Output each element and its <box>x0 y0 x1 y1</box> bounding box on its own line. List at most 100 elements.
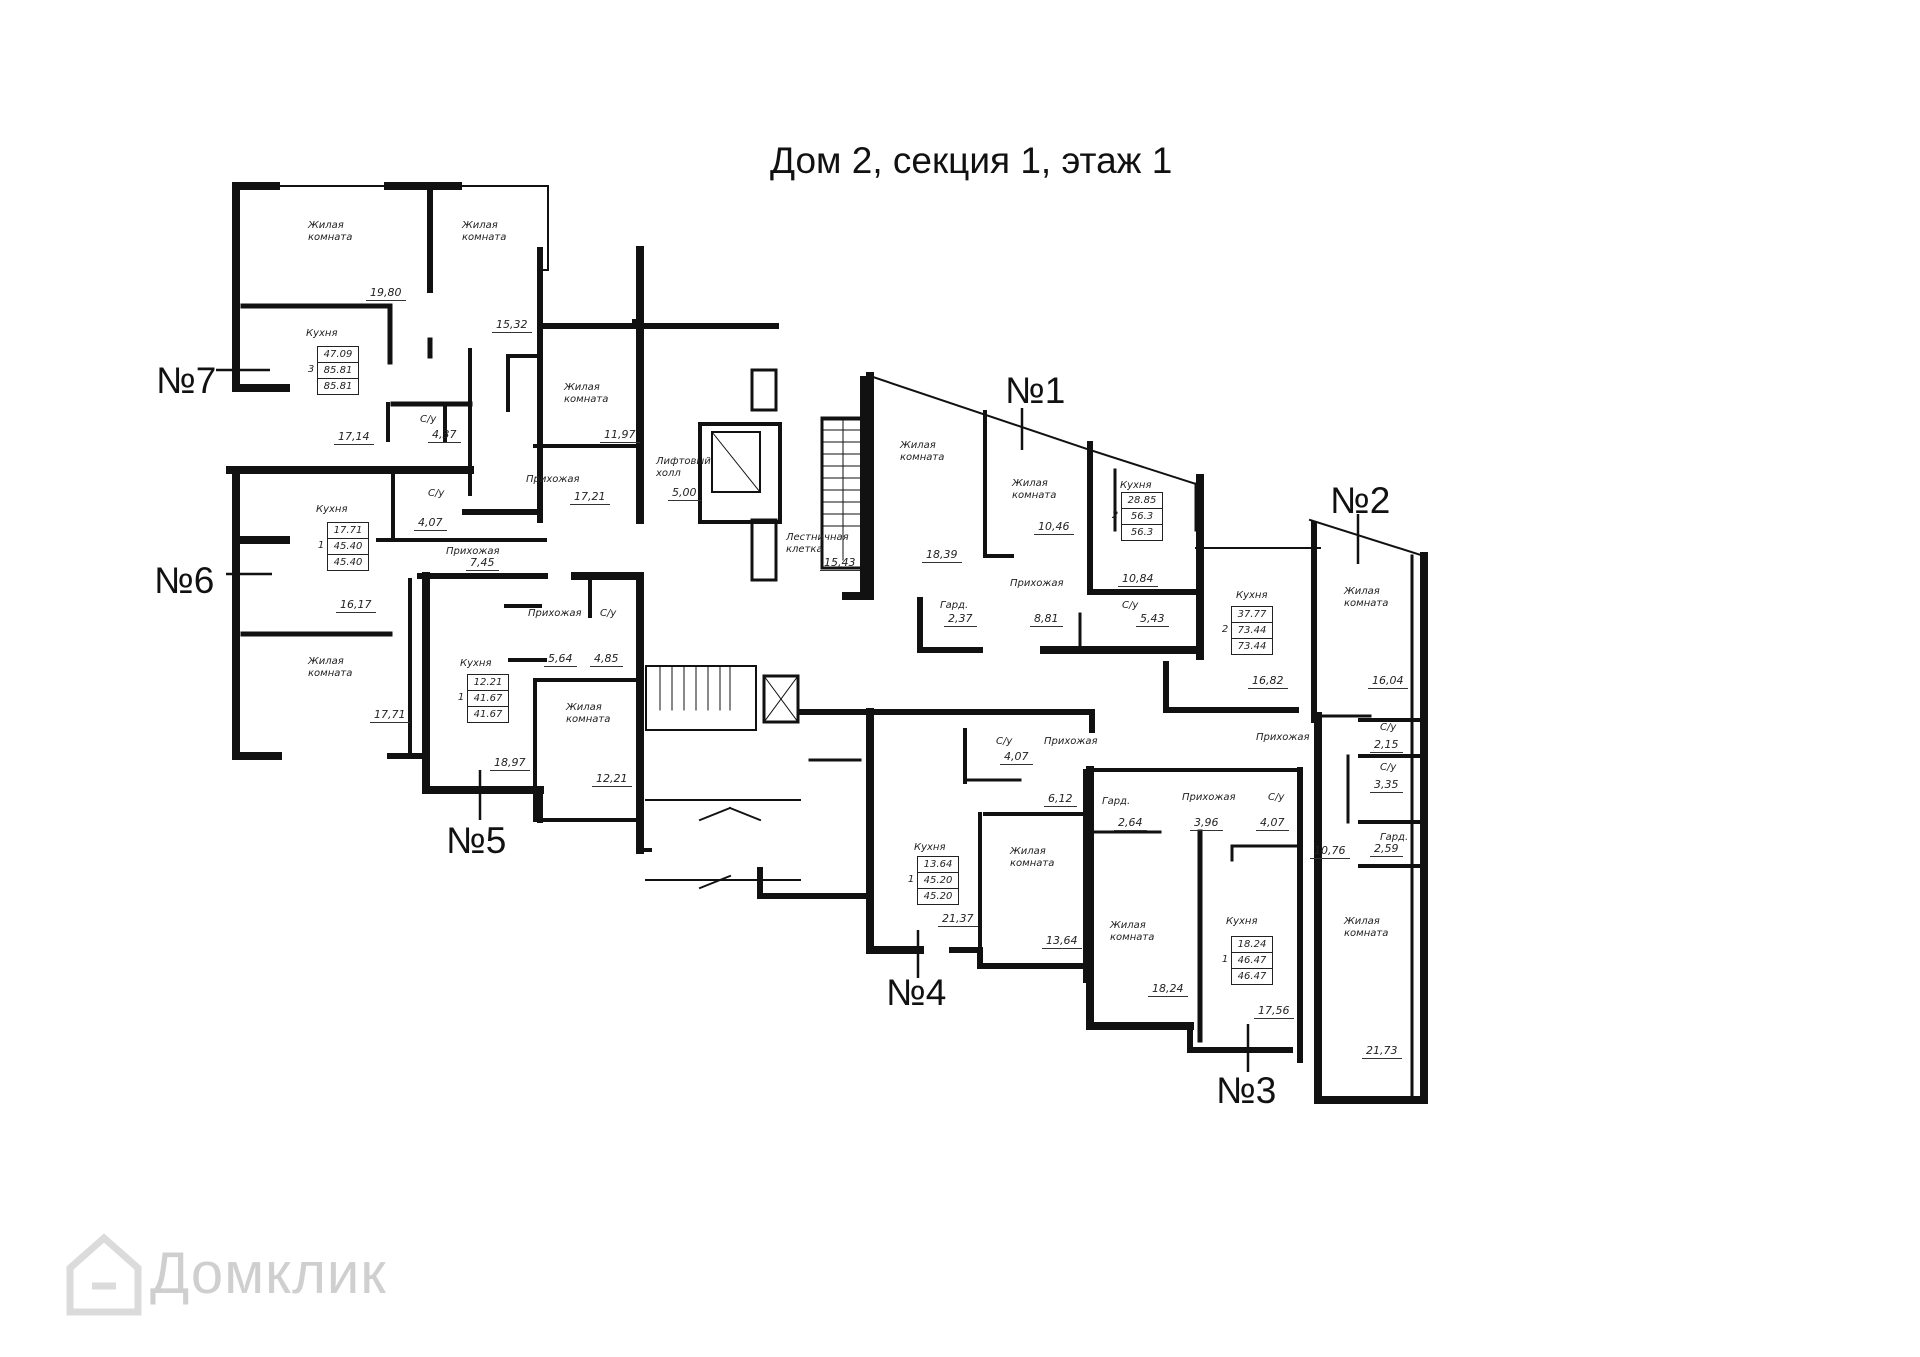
stamp-kitchen: 37.77 <box>1232 607 1272 623</box>
area-value: 21,73 <box>1362 1044 1402 1059</box>
room-label-kitchen: Кухня <box>914 842 946 853</box>
watermark-text: Домклик <box>150 1241 387 1306</box>
room-label-living: Жилая комната <box>462 220 507 243</box>
page-title: Дом 2, секция 1, этаж 1 <box>770 140 1173 181</box>
area-value: 16,17 <box>336 598 376 613</box>
stamp-kitchen: 13.64 <box>918 857 958 873</box>
area-value: 2,64 <box>1114 816 1147 831</box>
room-label-hallway: Прихожая <box>446 546 500 557</box>
room-label-bathroom: С/у <box>428 488 445 499</box>
stamp-total: 46.47 <box>1232 953 1272 969</box>
room-label-bathroom: С/у <box>420 414 437 425</box>
stamp-kitchen: 47.09 <box>318 347 358 363</box>
area-value: 17,56 <box>1254 1004 1294 1019</box>
stamp-rooms: 1 <box>317 540 325 551</box>
room-label-living: Жилая комната <box>308 656 353 679</box>
room-label-wardrobe: Гард. <box>1102 796 1131 807</box>
apartment-number-1: №1 <box>1005 370 1066 411</box>
room-label-stair: Лестничная клетка <box>786 532 849 555</box>
room-label-hallway: Прихожая <box>1044 736 1098 747</box>
room-label-bathroom: С/у <box>1122 600 1139 611</box>
stamp-total: 73.44 <box>1232 623 1272 639</box>
area-value: 4,37 <box>428 428 461 443</box>
area-value: 18,24 <box>1148 982 1188 997</box>
stamp-living: 45.40 <box>333 557 363 568</box>
stamp-kitchen: 28.85 <box>1122 493 1162 509</box>
stamp-rooms: 2 <box>1221 624 1229 635</box>
room-label-lift-hall: Лифтовый холл <box>656 456 711 479</box>
stamp-total: 45.40 <box>328 539 368 555</box>
room-label-bathroom: С/у <box>996 736 1013 747</box>
area-value: 15,43 <box>820 556 860 571</box>
room-label-kitchen: Кухня <box>1120 480 1152 491</box>
room-label-hallway: Прихожая <box>1256 732 1310 743</box>
area-value: 2,59 <box>1370 842 1403 857</box>
area-value: 5,43 <box>1136 612 1169 627</box>
stamp-total: 85.81 <box>318 363 358 379</box>
area-value: 4,07 <box>1000 750 1033 765</box>
area-value: 18,97 <box>490 756 530 771</box>
room-label-kitchen: Кухня <box>1226 916 1258 927</box>
area-value: 16,04 <box>1368 674 1408 689</box>
room-label-living: Жилая комната <box>566 702 611 725</box>
room-label-living: Жилая комната <box>900 440 945 463</box>
room-label-living: Жилая комната <box>564 382 609 405</box>
room-label-living: Жилая комната <box>1110 920 1155 943</box>
stamp-total: 41.67 <box>468 691 508 707</box>
room-label-living: Жилая комната <box>1012 478 1057 501</box>
room-label-kitchen: Кухня <box>460 658 492 669</box>
area-value: 16,82 <box>1248 674 1288 689</box>
stamp-living: 46.47 <box>1237 971 1267 982</box>
area-value: 12,21 <box>592 772 632 787</box>
stamp-living: 85.81 <box>323 381 353 392</box>
room-label-hallway: Прихожая <box>1182 792 1236 803</box>
area-value: 13,64 <box>1042 934 1082 949</box>
apartment-number-5: №5 <box>446 820 507 861</box>
area-value: 10,76 <box>1310 844 1350 859</box>
stamp-total: 56.3 <box>1122 509 1162 525</box>
stamp-living: 41.67 <box>473 709 503 720</box>
room-label-bathroom: С/у <box>1268 792 1285 803</box>
apartment-number-3: №3 <box>1216 1070 1277 1111</box>
room-label-wardrobe: Гард. <box>1380 832 1409 843</box>
room-label-hallway: Прихожая <box>1010 578 1064 589</box>
room-label-bathroom: С/у <box>1380 722 1397 733</box>
room-label-kitchen: Кухня <box>1236 590 1268 601</box>
walls <box>226 182 1428 1104</box>
apartment-number-2: №2 <box>1330 480 1391 521</box>
room-label-living: Жилая комната <box>1010 846 1055 869</box>
stamp-living: 73.44 <box>1237 641 1267 652</box>
stamp-living: 56.3 <box>1130 527 1154 538</box>
area-value: 5,00 <box>668 486 701 501</box>
stamp-kitchen: 17.71 <box>328 523 368 539</box>
room-label-bathroom: С/у <box>1380 762 1397 773</box>
area-value: 6,12 <box>1044 792 1077 807</box>
stamp-kitchen: 18.24 <box>1232 937 1272 953</box>
area-value: 10,84 <box>1118 572 1158 587</box>
area-value: 18,39 <box>922 548 962 563</box>
area-value: 17,21 <box>570 490 610 505</box>
apartment-number-7: №7 <box>156 360 217 401</box>
stamp-living: 45.20 <box>923 891 953 902</box>
area-value: 15,32 <box>492 318 532 333</box>
stamp-total: 45.20 <box>918 873 958 889</box>
area-value: 7,45 <box>466 556 499 571</box>
area-value: 8,81 <box>1030 612 1063 627</box>
stamp-rooms: 3 <box>307 364 315 375</box>
domclick-logo-icon <box>66 1233 142 1316</box>
area-value: 4,07 <box>1256 816 1289 831</box>
area-value: 21,37 <box>938 912 978 927</box>
room-label-kitchen: Кухня <box>306 328 338 339</box>
stamp-kitchen: 12.21 <box>468 675 508 691</box>
area-value: 10,46 <box>1034 520 1074 535</box>
area-value: 4,07 <box>414 516 447 531</box>
area-value: 3,35 <box>1370 778 1403 793</box>
room-label-living: Жилая комната <box>308 220 353 243</box>
area-value: 4,85 <box>590 652 623 667</box>
room-label-bathroom: С/у <box>600 608 617 619</box>
room-label-kitchen: Кухня <box>316 504 348 515</box>
room-label-wardrobe: Гард. <box>940 600 969 611</box>
room-label-living: Жилая комната <box>1344 586 1389 609</box>
stamp-rooms: 2 <box>1111 510 1119 521</box>
